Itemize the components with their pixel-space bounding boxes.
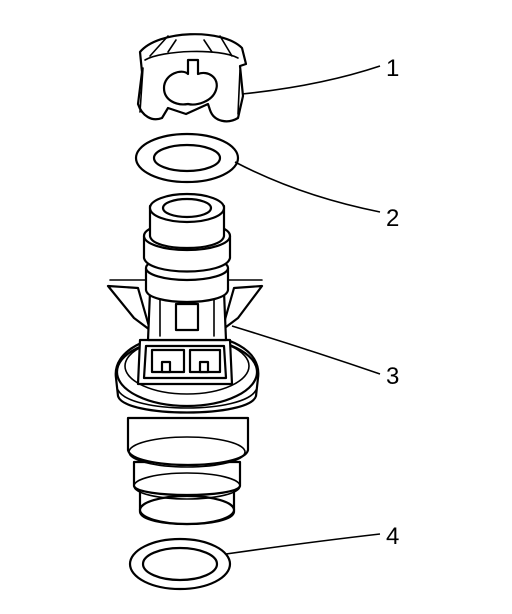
callout-2: 2 bbox=[386, 205, 399, 232]
callout-3: 3 bbox=[386, 363, 399, 390]
leader-line-3 bbox=[231, 325, 381, 375]
lower-o-ring bbox=[128, 537, 232, 591]
leader-line-2 bbox=[234, 161, 381, 213]
retainer-clip bbox=[136, 33, 248, 123]
leader-line-4 bbox=[225, 533, 381, 555]
upper-o-ring bbox=[134, 132, 240, 184]
fuel-injector bbox=[106, 192, 264, 526]
callout-1: 1 bbox=[386, 55, 399, 82]
leader-line-1 bbox=[241, 65, 381, 95]
callout-4: 4 bbox=[386, 523, 399, 550]
